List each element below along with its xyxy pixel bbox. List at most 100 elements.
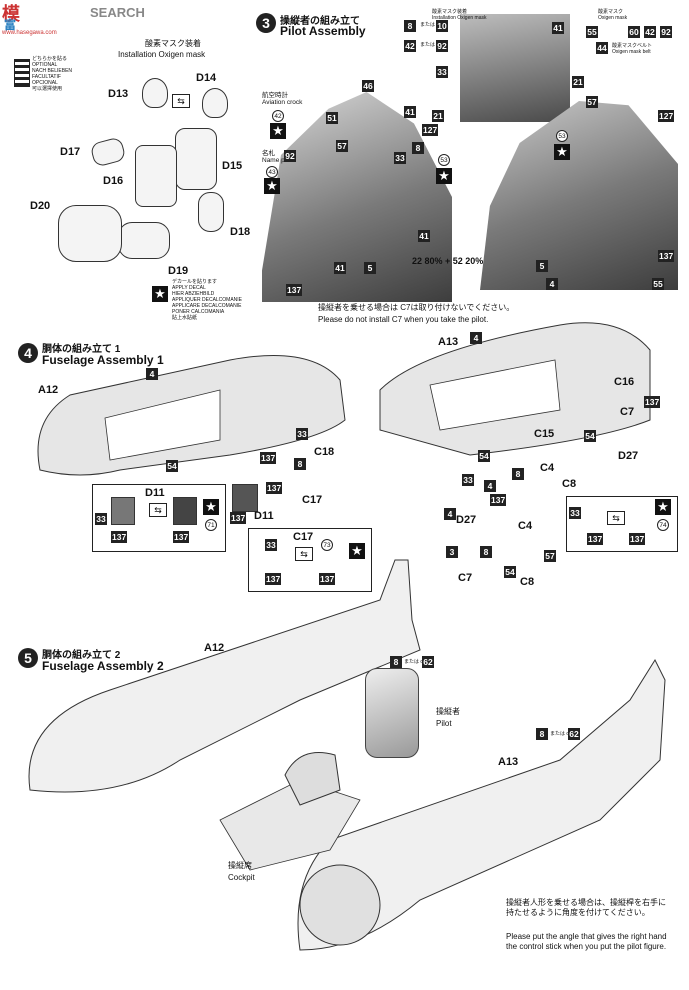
panel-d11-label: D11 (145, 487, 165, 499)
watermark-logo: 模 (2, 4, 21, 24)
color-41-c: 41 (334, 262, 346, 274)
step-number: 4 (18, 343, 38, 363)
mask-label-en: Installation Oxigen mask (118, 50, 206, 59)
color-137-b: 137 (260, 452, 277, 464)
label-c17: C16 (614, 376, 635, 388)
color-33-g: 33 (569, 507, 581, 519)
label-d27-b: D27 (456, 514, 477, 526)
color-54-b: 54 (478, 450, 490, 462)
label-c18: C18 (314, 446, 335, 458)
color-4-b: 4 (470, 332, 482, 344)
color-92-c: 92 (660, 26, 672, 38)
color-137-k: 137 (587, 533, 604, 545)
label-c4-a: C4 (540, 462, 555, 474)
label-c8-b: C8 (520, 576, 535, 588)
step4-note-en: Please do not install C7 when you take t… (318, 315, 489, 324)
color-54-a: 54 (166, 460, 178, 472)
pilot-figure (365, 668, 419, 758)
color-4-d: 4 (444, 508, 456, 520)
optional-lang-4: OPCIONAL (32, 80, 58, 86)
label-a12-b: A12 (204, 642, 225, 654)
color-8-c: 8 (294, 458, 306, 470)
color-21: 21 (432, 110, 444, 122)
step4-note-jp: 操縦者を乗せる場合は C7は取り付けないでください。 (318, 303, 515, 312)
watermark-site-name: SEARCH (90, 5, 145, 20)
oxygen-mask-en: Oxigen mask (598, 15, 628, 21)
label-c15: C15 (534, 428, 555, 440)
color-92: 92 (284, 150, 296, 162)
color-137-l: 137 (629, 533, 646, 545)
part-d15 (175, 128, 217, 190)
pilot-label-en: Pilot (436, 719, 452, 728)
color-46: 46 (362, 80, 374, 92)
decal-lang-6: 貼上水貼紙 (172, 315, 198, 321)
swap-icon: ⇆ (295, 547, 313, 561)
step5-note-jp: 操縦者人形を乗せる場合は、操縦桿を右手に持たせるように角度を付けてください。 (506, 898, 666, 917)
color-42: 42 (404, 40, 416, 52)
color-4-a: 4 (146, 368, 158, 380)
decal-star-42: ★ (270, 123, 286, 139)
step-title-jp: 胴体の組み立て 2 (42, 650, 121, 661)
color-137-a: 137 (286, 284, 303, 296)
color-3: 3 (446, 546, 458, 558)
color-62-c: 57 (544, 550, 556, 562)
step-number: 5 (18, 648, 38, 668)
color-41-b: 41 (418, 230, 430, 242)
color-8-b: 8 (404, 20, 416, 32)
oxygen-mask-jp: 酸素マスク (598, 9, 624, 15)
color-55: 55 (586, 26, 598, 38)
decal-star-53-b: ★ (554, 144, 570, 160)
color-62-b: 57 (586, 96, 598, 108)
color-41-d: 41 (552, 22, 564, 34)
label-d17: D17 (60, 146, 81, 158)
step-title-en: Fuselage Assembly 1 (42, 353, 164, 367)
optional-legend: どちらかを貼る OPTIONAL NACH BELIEBEN FACULTATI… (14, 55, 104, 105)
panel-d11-decal (173, 497, 197, 525)
part-d11 (232, 484, 258, 512)
swap-icon: ⇆ (172, 94, 190, 108)
color-33-d: 33 (95, 513, 107, 525)
aviation-clock-jp: 航空時計 (262, 92, 288, 99)
color-4-c: 4 (484, 480, 496, 492)
label-c7-a: C7 (620, 406, 635, 418)
color-41-a: 41 (404, 106, 416, 118)
color-51: 51 (326, 112, 338, 124)
watermark: 模 SEARCH 富 www.hasegawa.com (0, 0, 160, 36)
color-33-e: 33 (265, 539, 277, 551)
label-a12: A12 (38, 384, 59, 396)
color-137-i: 137 (644, 396, 661, 408)
aviation-clock-en: Aviation crock (262, 99, 303, 106)
label-d13: D13 (108, 88, 129, 100)
color-8-f: 8 (390, 656, 402, 668)
decal-star-73: ★ (349, 543, 365, 559)
decal-star-icon: ★ (152, 286, 168, 302)
part-d16 (135, 145, 177, 207)
cockpit-label-jp: 操縦席 (228, 861, 252, 870)
color-126-b: 127 (658, 110, 675, 122)
decal-74: 74 (657, 519, 669, 531)
swap-icon: ⇆ (607, 511, 625, 525)
color-8-a: 8 (412, 142, 424, 154)
optional-lang-0: どちらかを貼る (32, 56, 68, 62)
optional-lang-2: NACH BELIEBEN (32, 68, 73, 74)
decal-legend: デカールを貼ります APPLY DECAL HIER ABZIEHBILD AP… (172, 279, 262, 326)
color-57-b: 62 (568, 728, 580, 740)
color-137-h: 137 (319, 573, 336, 585)
step5-note-en: Please put the angle that gives the righ… (506, 932, 667, 951)
label-d18: D18 (230, 226, 251, 238)
step-title-jp: 胴体の組み立て 1 (42, 344, 121, 355)
color-8-e: 8 (480, 546, 492, 558)
color-mix: 22 80% + 52 20% (412, 256, 484, 266)
step-title-en: Pilot Assembly (280, 24, 366, 38)
label-d19: D19 (168, 265, 189, 277)
color-92-b: 92 (436, 40, 448, 52)
decal-star-74: ★ (655, 499, 671, 515)
panel-decal-74: 33 ⇆ ★ 74 137 137 (566, 496, 678, 552)
optional-icon (14, 59, 30, 87)
optional-lang-3: FACULTATIF (32, 74, 61, 80)
color-54-d: 54 (504, 566, 516, 578)
decal-lang-5: PONER CALCOMANIA (172, 309, 225, 315)
watermark-url: www.hasegawa.com (2, 30, 57, 36)
name-plate-jp: 名札 (262, 150, 275, 157)
